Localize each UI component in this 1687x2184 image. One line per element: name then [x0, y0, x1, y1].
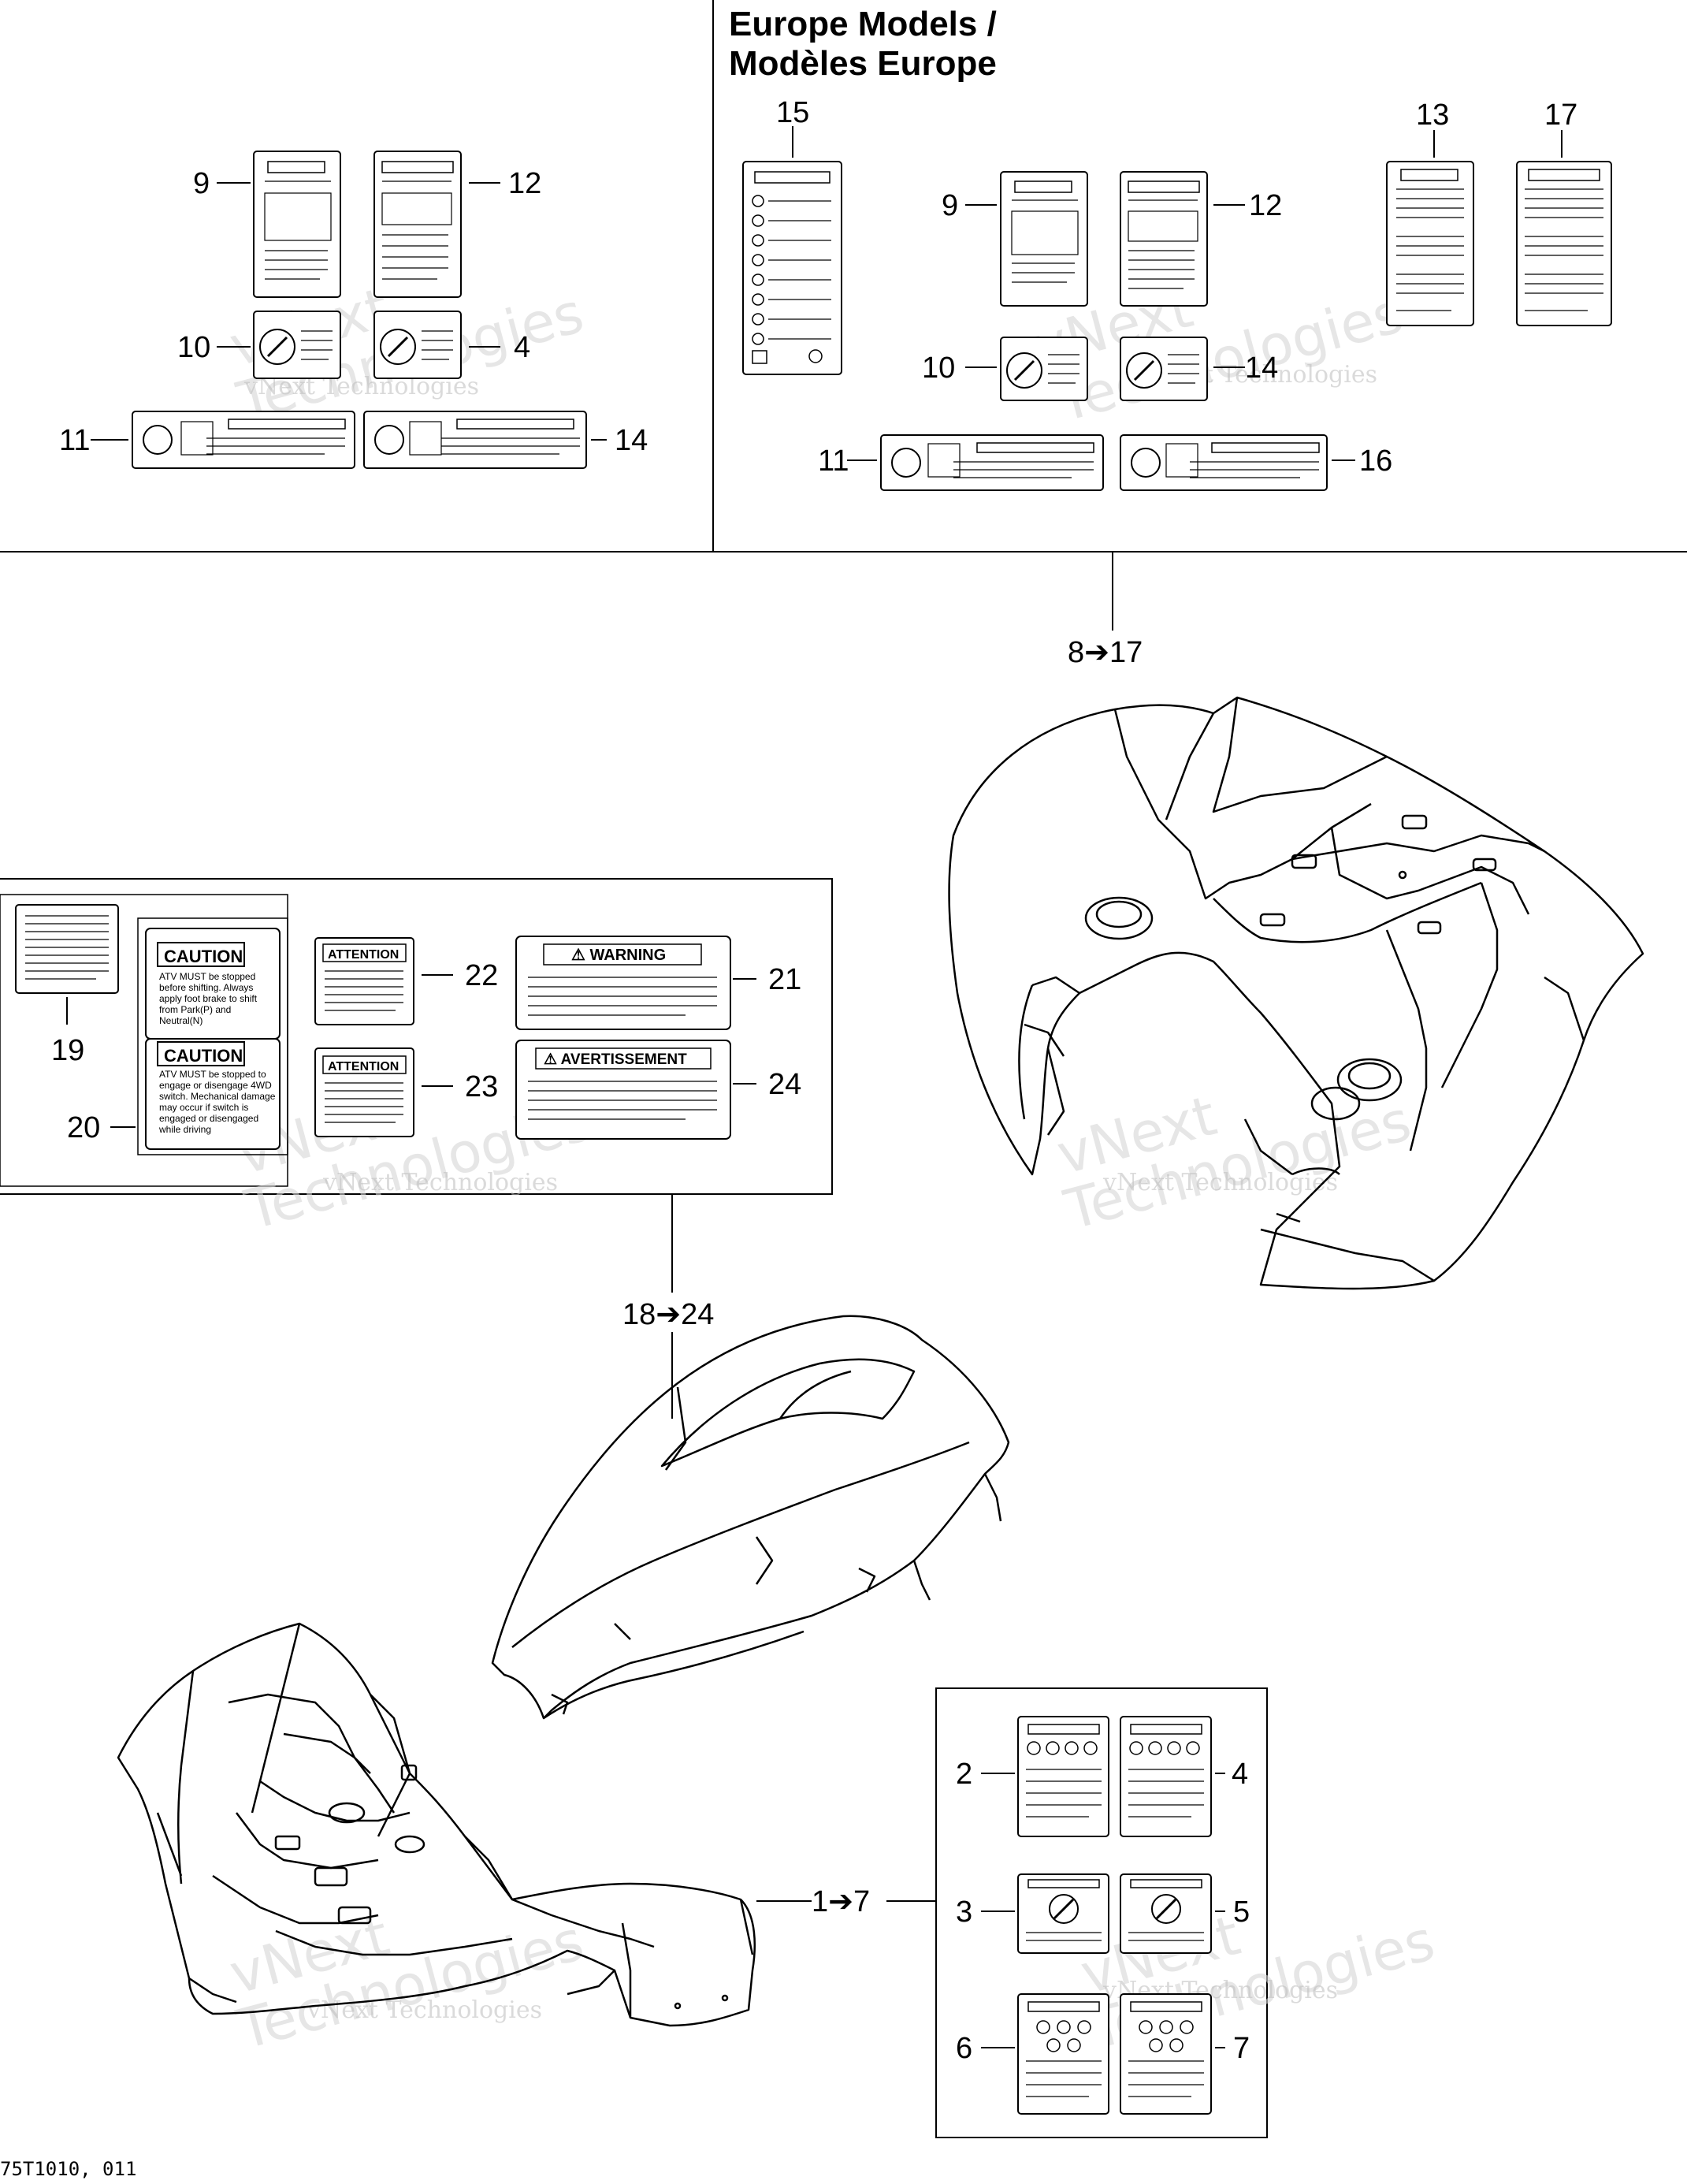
- decal-23[interactable]: ATTENTION: [314, 1047, 414, 1137]
- decal-12-europe[interactable]: [1120, 171, 1208, 307]
- rear-fender-part[interactable]: [948, 696, 1644, 1290]
- decal-22-attention-title: ATTENTION: [328, 948, 399, 962]
- decal-23-attention-title: ATTENTION: [328, 1060, 399, 1073]
- callout-10-europe: 10: [922, 352, 955, 385]
- callout-20: 20: [67, 1111, 100, 1144]
- callout-14-europe: 14: [1245, 352, 1278, 385]
- callout-23: 23: [465, 1070, 498, 1103]
- decal-20[interactable]: CAUTION CAUTION: [137, 917, 288, 1155]
- decal-10-europe[interactable]: [1000, 337, 1088, 401]
- drawing-code: 75T1010, 011: [0, 2158, 136, 2180]
- callout-4-left: 4: [514, 331, 530, 364]
- decal-11-left[interactable]: [132, 411, 355, 469]
- callout-13: 13: [1416, 99, 1449, 132]
- decal-24-avertissement-title: ⚠ AVERTISSEMENT: [544, 1051, 687, 1068]
- decal-4-bottom[interactable]: [1120, 1716, 1212, 1837]
- decal-20-text-1: ATV MUST be stopped before shifting. Alw…: [159, 971, 257, 1026]
- decal-9-left[interactable]: [253, 151, 341, 298]
- decal-19[interactable]: [15, 904, 119, 994]
- decal-5[interactable]: [1120, 1873, 1212, 1954]
- europe-models-title-fr: Modèles Europe: [729, 44, 997, 83]
- decal-14-europe[interactable]: [1120, 337, 1208, 401]
- decal-3[interactable]: [1017, 1873, 1109, 1954]
- callout-16: 16: [1359, 445, 1392, 478]
- watermark-text: vNext Technologies: [322, 1169, 558, 1196]
- decal-10-left[interactable]: [253, 311, 341, 379]
- decal-21-warning-title: ⚠ WARNING: [571, 947, 666, 964]
- decal-20-caution-title-2: CAUTION: [164, 1046, 243, 1066]
- callout-12: 12: [508, 167, 541, 200]
- callout-1-7: 1➔7: [812, 1885, 870, 1918]
- callout-19: 19: [51, 1034, 84, 1067]
- decal-13[interactable]: [1386, 161, 1474, 326]
- callout-4-bottom: 4: [1232, 1758, 1248, 1791]
- europe-models-title: Europe Models /: [729, 5, 997, 43]
- watermark-text: vNext Technologies: [1102, 1169, 1338, 1196]
- decal-21[interactable]: ⚠ WARNING: [515, 936, 731, 1030]
- callout-8-17: 8➔17: [1068, 636, 1143, 669]
- decal-14-left[interactable]: [363, 411, 587, 469]
- callout-10: 10: [177, 331, 210, 364]
- callout-22: 22: [465, 959, 498, 992]
- decal-12-left[interactable]: [373, 151, 462, 298]
- front-body-part[interactable]: [117, 1622, 756, 2027]
- decal-16[interactable]: [1120, 434, 1328, 491]
- decal-11-europe[interactable]: [880, 434, 1104, 491]
- callout-7: 7: [1233, 2032, 1250, 2065]
- callout-3: 3: [956, 1896, 972, 1929]
- decal-4-left[interactable]: [373, 311, 462, 379]
- callout-5: 5: [1233, 1896, 1250, 1929]
- front-fender-part[interactable]: [491, 1315, 1010, 1720]
- callout-21: 21: [768, 963, 801, 996]
- callout-11-europe: 11: [818, 445, 849, 478]
- decal-6[interactable]: [1017, 1993, 1109, 2115]
- decal-7[interactable]: [1120, 1993, 1212, 2115]
- decal-24[interactable]: ⚠ AVERTISSEMENT: [515, 1040, 731, 1140]
- callout-9-europe: 9: [942, 189, 958, 222]
- callout-18-24: 18➔24: [622, 1298, 714, 1331]
- decal-9-europe[interactable]: [1000, 171, 1088, 307]
- decal-2[interactable]: [1017, 1716, 1109, 1837]
- callout-6: 6: [956, 2032, 972, 2065]
- callout-2: 2: [956, 1758, 972, 1791]
- callout-14-left: 14: [615, 424, 648, 457]
- callout-12-europe: 12: [1249, 189, 1282, 222]
- decal-22[interactable]: ATTENTION: [314, 937, 414, 1025]
- decal-20-text-2: ATV MUST be stopped to engage or disenga…: [159, 1069, 275, 1135]
- decal-20-caution-title-1: CAUTION: [164, 947, 243, 966]
- decal-15[interactable]: [742, 161, 842, 375]
- callout-17: 17: [1544, 99, 1577, 132]
- callout-9: 9: [193, 167, 210, 200]
- decal-group-box-2-7: [935, 1687, 1268, 2138]
- callout-24: 24: [768, 1068, 801, 1101]
- callout-11: 11: [59, 424, 90, 457]
- decal-group-box-18-24: [0, 878, 833, 1195]
- watermark-text: vNext Technologies: [307, 1996, 542, 2024]
- callout-15: 15: [776, 96, 809, 129]
- decal-17[interactable]: [1516, 161, 1612, 326]
